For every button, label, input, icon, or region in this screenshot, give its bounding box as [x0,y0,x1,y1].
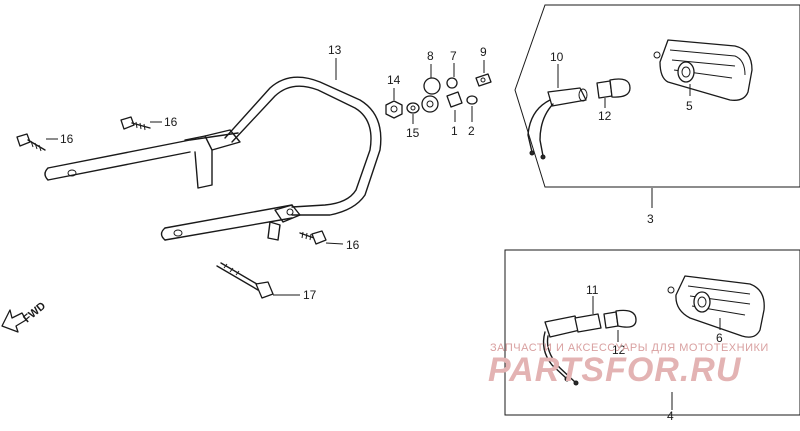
label-6: 6 [716,331,723,345]
label-16b: 16 [164,115,178,129]
nut-7 [446,77,458,89]
label-8: 8 [427,49,434,63]
fwd-label: FWD [21,300,48,325]
label-16a: 16 [60,132,74,146]
lamp-5 [653,39,753,101]
label-12a: 12 [598,109,612,123]
label-2: 2 [468,124,475,138]
nut-14 [385,100,403,119]
label-15: 15 [406,126,420,140]
watermark-tagline: ЗАПЧАСТИ И АКСЕССУАРЫ ДЛЯ МОТОТЕХНИКИ [490,342,769,354]
label-13: 13 [328,43,342,57]
label-16c: 16 [346,238,360,252]
bolt-16b [120,116,151,131]
washer-2 [466,95,478,105]
collar-1 [446,91,463,108]
label-3: 3 [647,212,654,226]
socket-10 [527,87,588,160]
group-4-outline [504,249,800,416]
fwd-arrow [1,309,27,333]
label-17: 17 [303,288,317,302]
watermark-brand: PARTSFOR.RU [488,351,742,389]
label-11: 11 [586,283,599,297]
lamp-6 [667,275,765,338]
bolt-17 [216,262,274,299]
label-10: 10 [550,50,564,64]
grommet-8 [421,77,441,113]
group-3-outline [514,4,800,188]
socket-11 [542,313,602,386]
label-5: 5 [686,99,693,113]
label-14: 14 [387,73,401,87]
carrier-frame [44,76,382,241]
label-9: 9 [480,45,487,59]
label-1: 1 [451,124,458,138]
washer-15 [406,102,420,114]
label-12b: 12 [612,343,626,357]
screw-9 [475,73,492,87]
label-4: 4 [667,409,674,423]
bulb-12b [603,309,637,329]
label-7: 7 [450,49,457,63]
bulb-12a [596,78,631,99]
bolt-16a [16,133,46,152]
bolt-16c [299,230,327,245]
